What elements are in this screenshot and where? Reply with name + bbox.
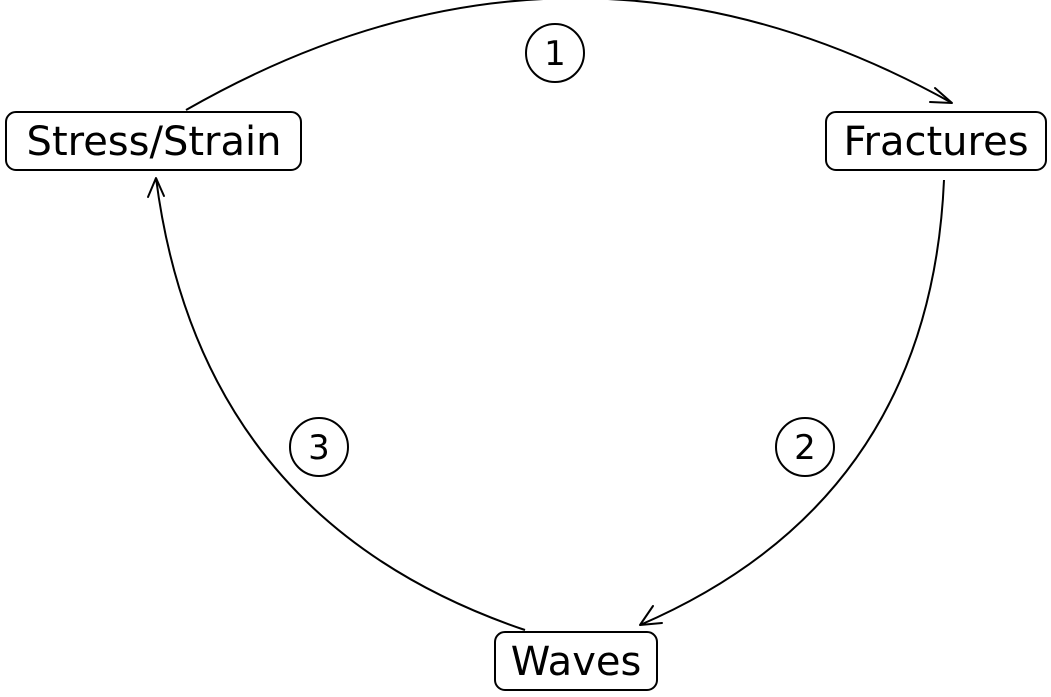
step-marker-3: 3 bbox=[289, 417, 349, 477]
step-label-1: 1 bbox=[544, 34, 566, 74]
arrowhead-icon bbox=[929, 87, 953, 104]
node-label-waves: Waves bbox=[511, 639, 642, 685]
arrowhead-icon bbox=[639, 605, 663, 626]
node-stress-strain: Stress/Strain bbox=[5, 111, 302, 171]
edge-fractures-to-waves bbox=[639, 179, 945, 626]
edge-waves-to-stress bbox=[147, 177, 526, 631]
node-label-stress-strain: Stress/Strain bbox=[27, 119, 282, 165]
step-label-3: 3 bbox=[308, 428, 330, 468]
node-waves: Waves bbox=[494, 631, 658, 691]
node-label-fractures: Fractures bbox=[843, 119, 1028, 165]
edge-stress-to-fractures bbox=[185, 0, 953, 111]
arrowhead-icon bbox=[147, 177, 165, 198]
step-marker-2: 2 bbox=[775, 417, 835, 477]
step-marker-1: 1 bbox=[525, 23, 585, 83]
step-label-2: 2 bbox=[794, 428, 816, 468]
node-fractures: Fractures bbox=[825, 111, 1047, 171]
